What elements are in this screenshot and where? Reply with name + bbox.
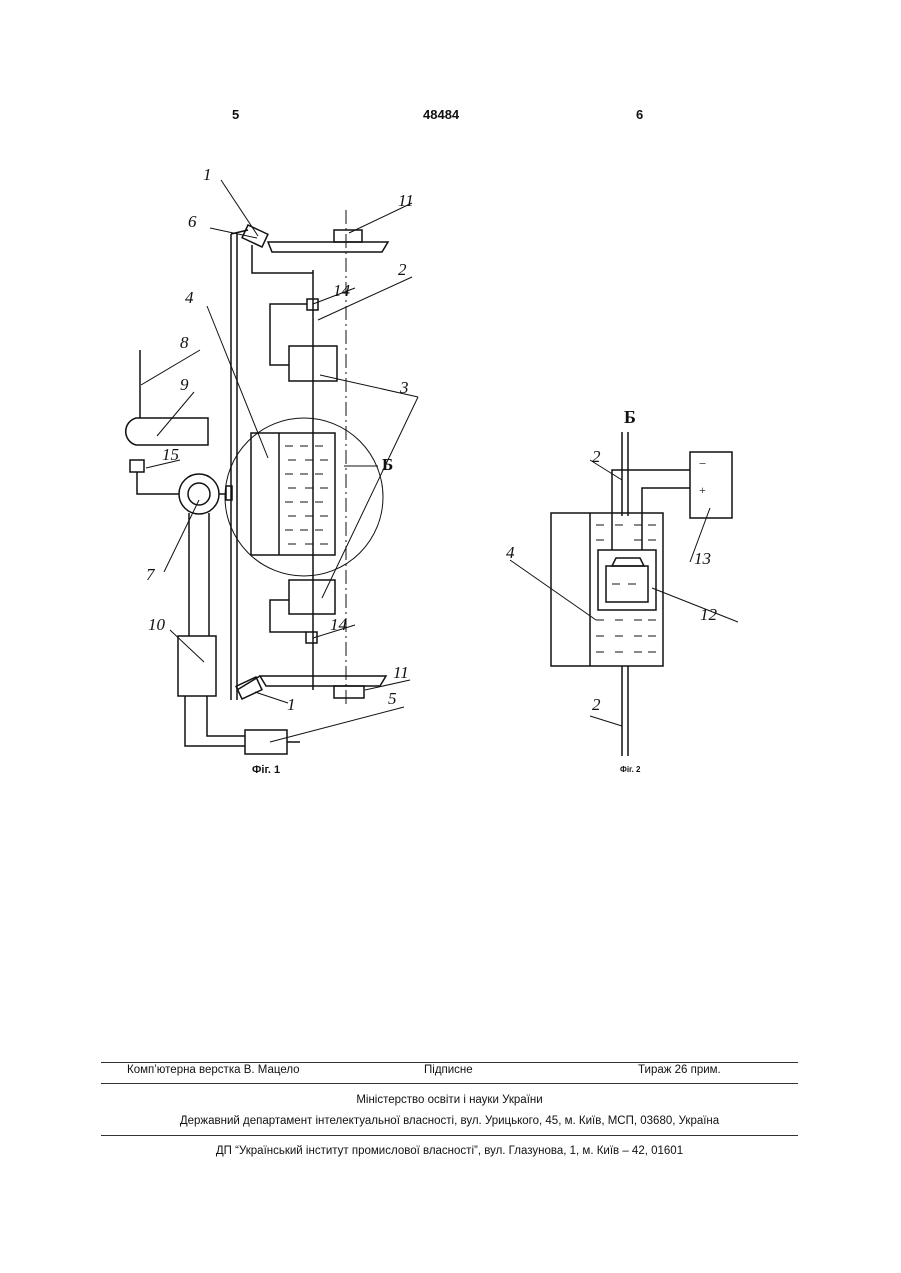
fig2-label-13: 13 [694, 549, 711, 568]
fig2-label-12: 12 [700, 605, 718, 624]
fig1-label-6: 6 [188, 212, 197, 231]
footer-rule-top [101, 1062, 798, 1063]
patent-drawings: 1 6 4 8 9 15 7 10 11 2 14 3 Б 14 11 1 5 … [0, 0, 901, 800]
institute-line: ДП “Український інститут промислової вла… [101, 1145, 798, 1157]
fig1-caption: Фіг. 1 [252, 764, 280, 776]
fig2-caption: Фіг. 2 [620, 765, 641, 774]
footer-rule-middle [101, 1083, 798, 1084]
fig1-label-5: 5 [388, 689, 397, 708]
fig1-label-10: 10 [148, 615, 166, 634]
figure-2 [510, 432, 738, 756]
fig2-plus-sign: + [699, 483, 706, 497]
fig1-label-15: 15 [162, 445, 179, 464]
fig2-label-4: 4 [506, 543, 515, 562]
footer-rule-bottom [101, 1135, 798, 1136]
signed-note: Підписне [424, 1064, 473, 1076]
fig2-label-2-bottom: 2 [592, 695, 601, 714]
fig1-label-7: 7 [146, 565, 156, 584]
fig1-label-3: 3 [399, 378, 409, 397]
fig1-label-11-top: 11 [398, 191, 414, 210]
fig2-minus-sign: − [699, 456, 706, 471]
circulation-note: Тираж 26 прим. [638, 1064, 721, 1076]
department-line: Державний департамент інтелектуальної вл… [101, 1115, 798, 1127]
fig1-label-1-top: 1 [203, 165, 212, 184]
fig1-label-9: 9 [180, 375, 189, 394]
fig1-label-1-bottom: 1 [287, 695, 296, 714]
fig1-label-8: 8 [180, 333, 189, 352]
ministry-line: Міністерство освіти і науки України [101, 1094, 798, 1106]
fig1-label-4: 4 [185, 288, 194, 307]
fig1-label-11-bottom: 11 [393, 663, 409, 682]
fig1-label-2: 2 [398, 260, 407, 279]
fig2-label-2-top: 2 [592, 447, 601, 466]
fig1-label-14-bottom: 14 [330, 615, 348, 634]
typesetting-credit: Комп’ютерна верстка В. Мацело [127, 1064, 300, 1076]
fig1-label-14-top: 14 [333, 281, 351, 300]
figure-1 [126, 180, 418, 754]
fig1-label-B: Б [382, 455, 393, 474]
fig2-section-label: Б [624, 407, 636, 427]
